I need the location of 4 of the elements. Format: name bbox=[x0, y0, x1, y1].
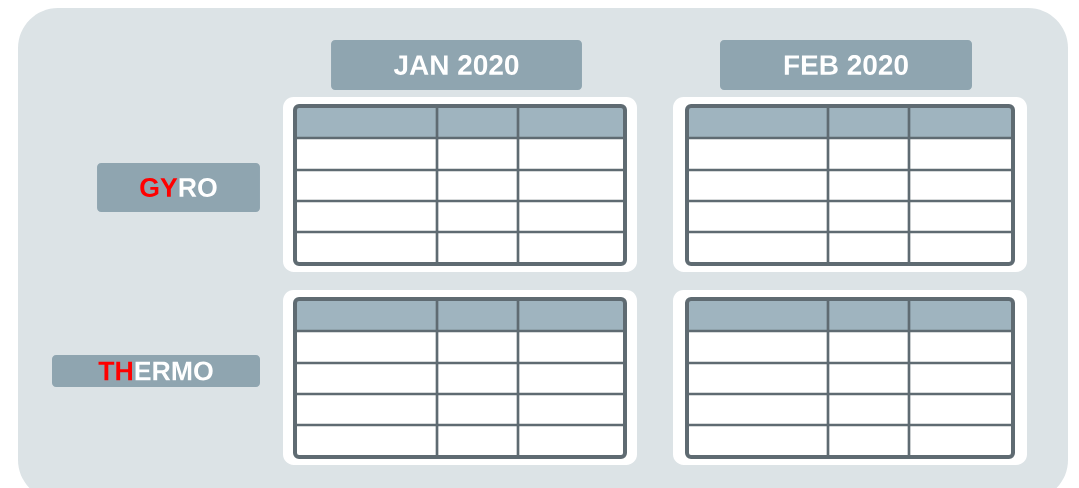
row-label: THERMO bbox=[52, 355, 260, 387]
row-label: GYRO bbox=[97, 162, 260, 213]
column-header: FEB 2020 bbox=[720, 40, 972, 90]
column-header: JAN 2020 bbox=[331, 40, 582, 90]
